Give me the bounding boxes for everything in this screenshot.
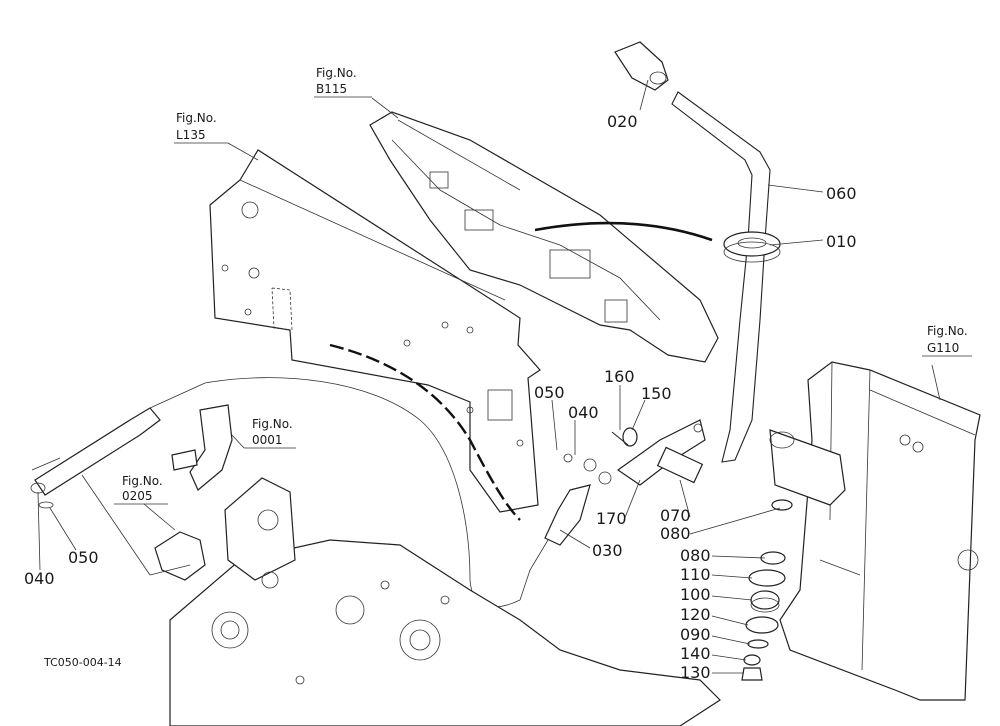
bracket-0205 [154, 531, 206, 581]
callout-010: 010 [826, 232, 857, 251]
callout-160: 160 [604, 367, 635, 386]
figref-title: Fig.No. [252, 417, 293, 431]
console-b115 [369, 111, 719, 363]
small-parts-stack [741, 499, 793, 681]
figref-0205: Fig.No. 0205 [114, 474, 168, 505]
pin-150-160 [563, 427, 638, 472]
figref-code: 0205 [122, 489, 153, 503]
figref-code: 0001 [252, 433, 283, 447]
leader-lines [31, 79, 941, 674]
figref-code: L135 [176, 128, 206, 142]
figref-l135: Fig.No. L135 [174, 111, 228, 144]
drawing-code: TC050-004-14 [43, 656, 122, 669]
callout-110: 110 [680, 565, 711, 584]
callout-120: 120 [680, 605, 711, 624]
callout-040-upper: 040 [568, 403, 599, 422]
figref-b115: Fig.No. B115 [314, 66, 372, 98]
figref-code: G110 [927, 341, 959, 355]
cable-spring-left [30, 382, 206, 509]
callout-020: 020 [607, 112, 638, 131]
shaft-170 [598, 419, 706, 486]
figref-g110: Fig.No. G110 [922, 324, 972, 357]
callout-080-lower: 080 [680, 546, 711, 565]
transmission-housing [169, 477, 721, 726]
callout-030: 030 [592, 541, 623, 560]
cable-end-030 [519, 484, 591, 601]
figref-title: Fig.No. [316, 66, 357, 80]
callout-050-upper: 050 [534, 383, 565, 402]
callout-170: 170 [596, 509, 627, 528]
callout-040-lower: 040 [24, 569, 55, 588]
figref-title: Fig.No. [176, 111, 217, 125]
callout-060: 060 [826, 184, 857, 203]
figref-0001: Fig.No. 0001 [244, 417, 296, 449]
callout-070: 070 [660, 506, 691, 525]
callout-100: 100 [680, 585, 711, 604]
figref-title: Fig.No. [927, 324, 968, 338]
shift-lever-assembly [614, 41, 781, 463]
callout-080-upper: 080 [660, 524, 691, 543]
cable-hidden-segment [329, 343, 521, 521]
figref-title: Fig.No. [122, 474, 163, 488]
callout-130: 130 [680, 663, 711, 682]
callout-150: 150 [641, 384, 672, 403]
cable-segment [534, 221, 713, 242]
callout-090: 090 [680, 625, 711, 644]
callouts: 020 060 010 160 150 050 040 170 070 080 … [24, 112, 857, 682]
bracket-g110 [769, 361, 981, 701]
panel-l135 [209, 149, 541, 513]
bracket-0001 [189, 404, 233, 491]
callout-050-lower: 050 [68, 548, 99, 567]
callout-140: 140 [680, 644, 711, 663]
figref-code: B115 [316, 82, 347, 96]
bolt-0001 [171, 449, 198, 471]
